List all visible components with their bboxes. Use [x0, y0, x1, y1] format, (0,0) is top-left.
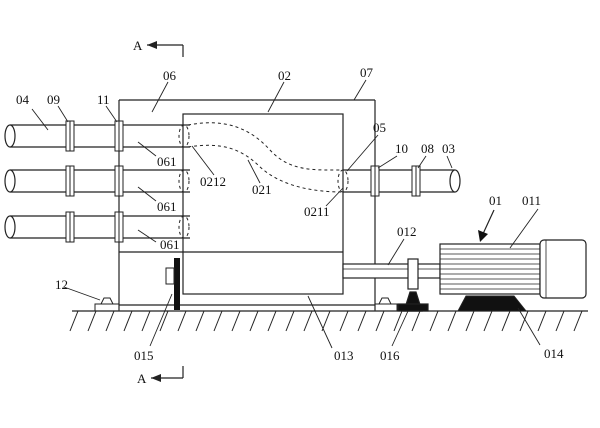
label-013: 013	[334, 348, 354, 363]
bearing-support	[397, 258, 429, 312]
motor-base	[457, 295, 528, 312]
plate	[174, 258, 180, 310]
label-011: 011	[522, 193, 541, 208]
label-0212: 0212	[200, 174, 226, 189]
motor-arrow	[478, 209, 495, 242]
motor	[439, 239, 587, 299]
label-012: 012	[397, 224, 417, 239]
section-label-top: A	[133, 38, 143, 53]
section-marker-bottom: A	[137, 366, 184, 386]
label-014: 014	[544, 346, 564, 361]
label-07: 07	[360, 65, 374, 80]
label-12: 12	[55, 277, 68, 292]
section-label-bottom: A	[137, 371, 147, 386]
label-021: 021	[252, 182, 272, 197]
label-061-middle: 061	[157, 199, 177, 214]
label-11: 11	[97, 92, 110, 107]
right-flanges	[370, 165, 421, 197]
ground	[69, 310, 588, 332]
shaft	[342, 263, 441, 279]
right-pipe-dashed-end	[337, 169, 349, 193]
labels: 04 09 11 06 02 07 05 10 08 03 061 061 06…	[16, 65, 564, 363]
label-061-bottom: 061	[160, 237, 180, 252]
label-10: 10	[395, 141, 408, 156]
left-pipes	[4, 124, 190, 239]
inner-pipe	[187, 122, 344, 193]
label-016: 016	[380, 348, 400, 363]
plate-bracket	[165, 267, 175, 285]
label-08: 08	[421, 141, 434, 156]
ground-hatching	[69, 310, 583, 332]
label-061-top: 061	[157, 154, 177, 169]
left-flanges	[65, 120, 124, 243]
drum	[182, 113, 344, 295]
label-015: 015	[134, 348, 154, 363]
label-06: 06	[163, 68, 177, 83]
tank	[119, 251, 375, 306]
pipe-dashed-ends	[178, 124, 190, 239]
right-pipe	[343, 169, 461, 193]
leader-lines	[31, 79, 541, 349]
label-09: 09	[47, 92, 60, 107]
label-03: 03	[442, 141, 455, 156]
label-05: 05	[373, 120, 386, 135]
label-04: 04	[16, 92, 30, 107]
section-marker-top: A	[133, 38, 184, 57]
anchor-bolt-left	[94, 297, 120, 312]
anchor-bolt-right	[374, 297, 398, 312]
label-01: 01	[489, 193, 502, 208]
motor-fins	[440, 248, 540, 290]
label-02: 02	[278, 68, 291, 83]
label-0211: 0211	[304, 204, 330, 219]
